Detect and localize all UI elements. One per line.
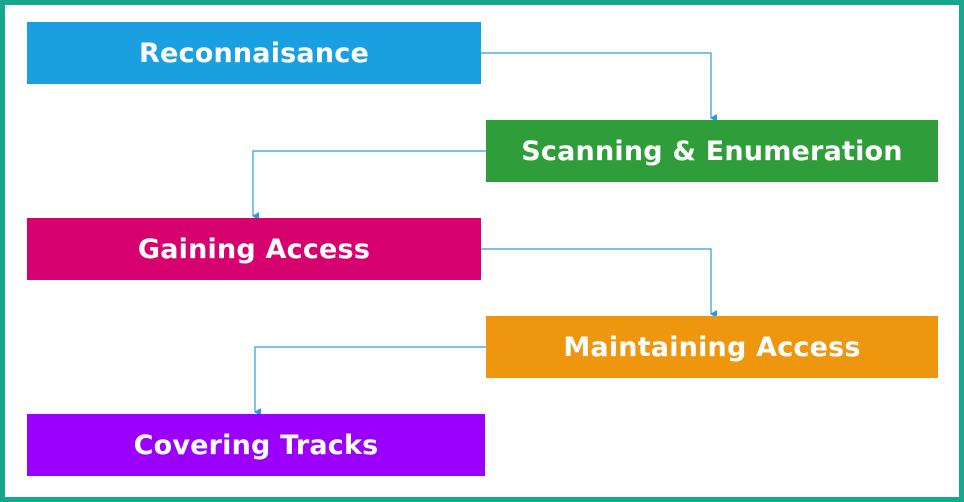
connector-4 [254,346,486,416]
step-label: Gaining Access [137,233,371,265]
step-maintaining-access: Maintaining Access [486,316,938,378]
connector-2 [252,150,486,220]
step-scanning-enumeration: Scanning & Enumeration [486,120,938,182]
connector-3 [481,248,717,318]
step-label: Scanning & Enumeration [521,135,903,167]
step-label: Reconnaisance [138,37,369,69]
step-gaining-access: Gaining Access [27,218,481,280]
step-label: Maintaining Access [563,331,861,363]
step-label: Covering Tracks [133,429,379,461]
connector-1 [481,52,717,122]
step-reconnaisance: Reconnaisance [27,22,481,84]
step-covering-tracks: Covering Tracks [27,414,485,476]
